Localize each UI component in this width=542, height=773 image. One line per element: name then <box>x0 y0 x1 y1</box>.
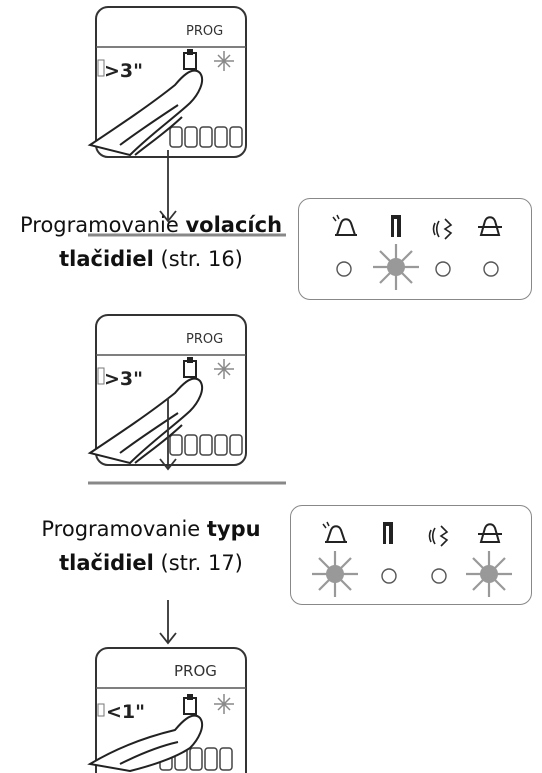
led-on <box>312 551 358 597</box>
prog-label: PROG <box>174 662 217 680</box>
sound-icon <box>428 525 449 547</box>
sound-icon <box>432 218 453 240</box>
led-panel-2 <box>290 505 532 605</box>
led-off <box>381 568 397 584</box>
door-icon <box>183 49 197 70</box>
time-label: >3" <box>104 368 143 390</box>
device-illustration-2: PROG >3" <box>87 314 247 466</box>
device-illustration-1: PROG >3" <box>87 6 247 158</box>
device-illustration-3: PROG <1" <box>87 647 247 773</box>
door-icon <box>391 215 401 237</box>
door-icon <box>183 357 197 378</box>
led-on <box>373 244 419 290</box>
led-burst-icon <box>214 359 234 379</box>
finger-press-icon <box>87 69 204 157</box>
door-icon <box>383 522 393 544</box>
door-icon <box>183 694 197 715</box>
bell-icon <box>322 521 347 543</box>
led-off <box>431 568 447 584</box>
flow-arrow-3 <box>159 600 177 645</box>
alarm-bell-icon <box>478 216 502 236</box>
led-on <box>466 551 512 597</box>
bell-icon <box>332 214 357 236</box>
alarm-bell-icon <box>478 523 502 543</box>
prog-label: PROG <box>186 24 223 39</box>
led-burst-icon <box>214 694 234 714</box>
led-burst-icon <box>214 51 234 71</box>
led-off <box>435 261 451 277</box>
time-label: >3" <box>104 60 143 82</box>
prog-label: PROG <box>186 332 223 347</box>
led-panel-1 <box>298 198 532 300</box>
step-caption-2: Programovanie typu tlačidiel (str. 17) <box>41 517 261 575</box>
led-off <box>483 261 499 277</box>
flow-arrow-1 <box>88 150 286 237</box>
time-label: <1" <box>106 701 145 723</box>
flow-arrow-2 <box>88 398 286 485</box>
led-off <box>336 261 352 277</box>
step-caption-1: Programovanie volacích tlačidiel (str. 1… <box>19 213 283 271</box>
finger-press-icon <box>87 714 204 773</box>
